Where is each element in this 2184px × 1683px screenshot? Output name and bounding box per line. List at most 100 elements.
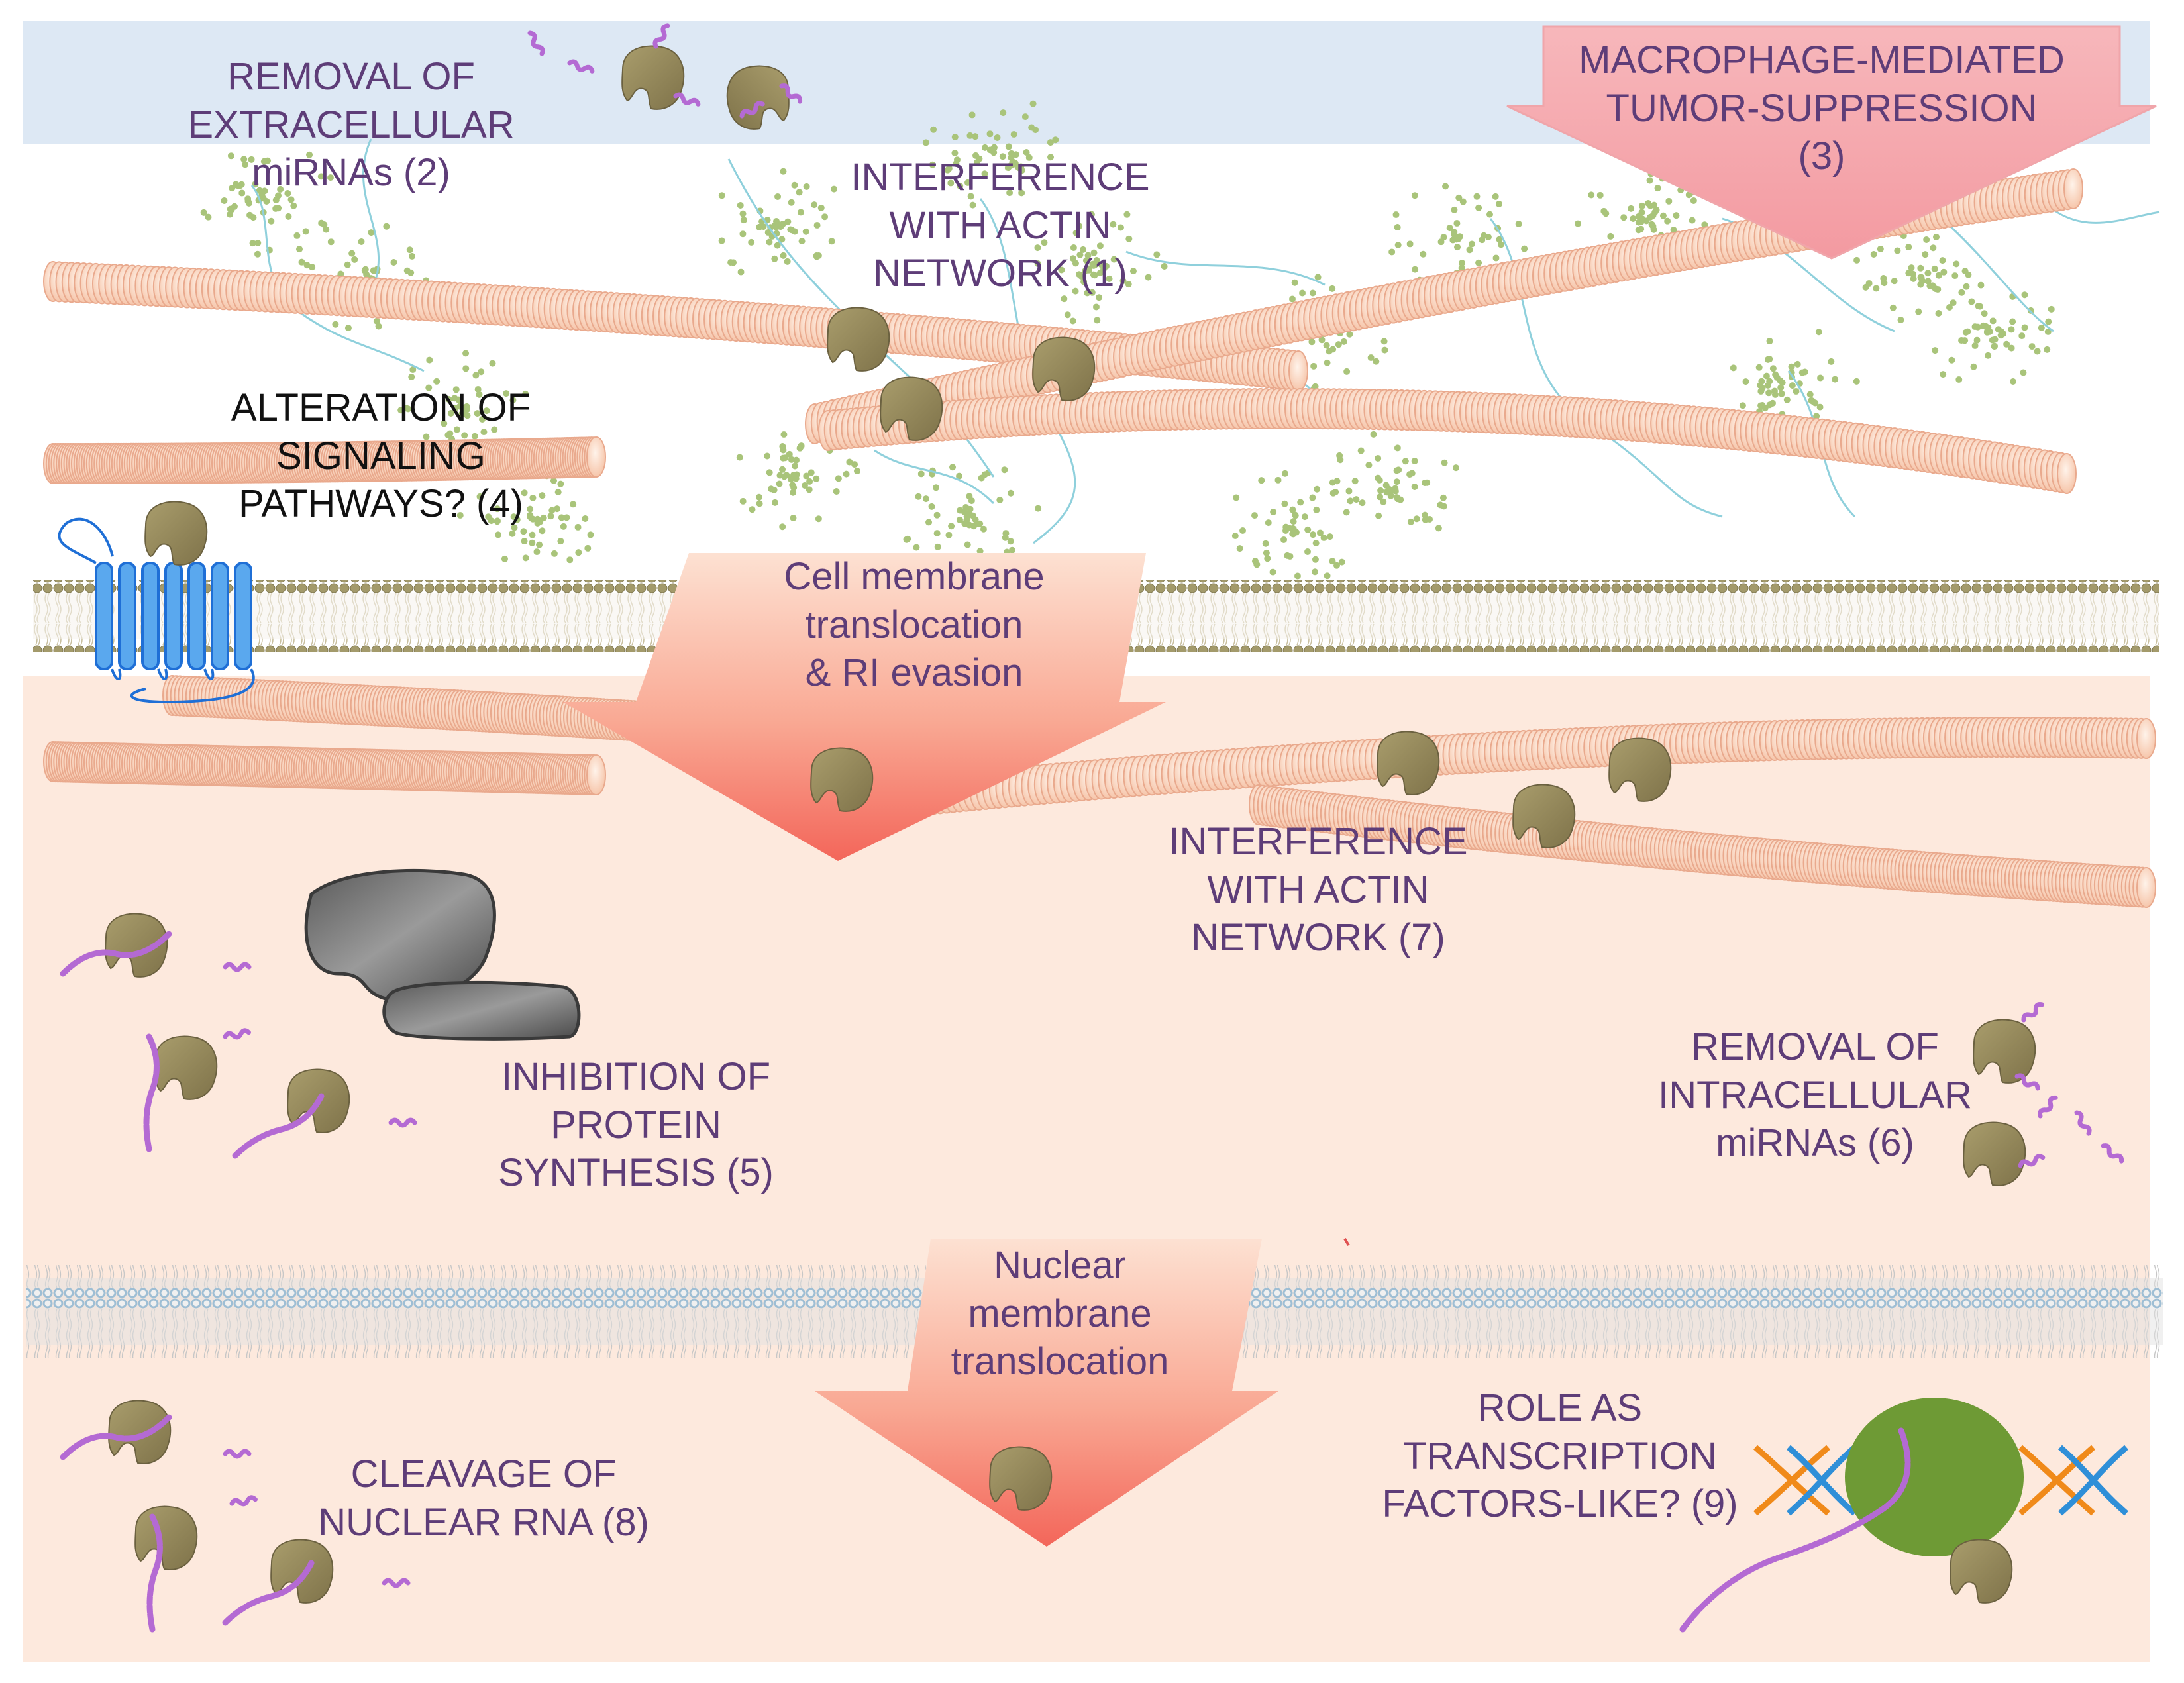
matrix-dot: [534, 519, 541, 527]
matrix-dot: [254, 250, 261, 258]
matrix-dot: [1974, 323, 1981, 331]
matrix-dot: [1985, 352, 1992, 359]
matrix-dot: [1924, 270, 1932, 277]
matrix-dot: [1308, 338, 1316, 346]
matrix-dot: [533, 548, 541, 556]
matrix-dot: [529, 531, 536, 538]
matrix-dot: [1145, 274, 1152, 281]
matrix-dot: [309, 264, 316, 271]
rnase-enzyme-icon: [144, 501, 208, 566]
matrix-dot: [1367, 354, 1375, 361]
macrophage-arrow: [1506, 25, 2157, 260]
matrix-dot: [1084, 289, 1091, 297]
matrix-dot: [390, 258, 397, 266]
matrix-dot: [1468, 240, 1475, 248]
matrix-dot: [1475, 259, 1482, 266]
matrix-dot: [260, 158, 268, 165]
matrix-dot: [1018, 189, 1025, 197]
matrix-dot: [913, 544, 920, 551]
matrix-dot: [964, 179, 971, 186]
matrix-dot: [1439, 494, 1447, 501]
matrix-dot: [2003, 340, 2010, 348]
matrix-dot: [1459, 260, 1466, 267]
matrix-dot: [284, 190, 291, 197]
matrix-dot: [306, 151, 313, 158]
matrix-dot: [1061, 295, 1068, 303]
matrix-dot: [1484, 234, 1492, 241]
matrix-dot: [1806, 391, 1814, 398]
matrix-dot: [261, 187, 268, 195]
matrix-dot: [358, 238, 365, 245]
matrix-dot: [248, 156, 255, 163]
matrix-dot: [766, 238, 773, 246]
matrix-dot: [433, 378, 441, 385]
matrix-dot: [1395, 466, 1402, 474]
matrix-dot: [1318, 336, 1326, 344]
matrix-dot: [1301, 513, 1308, 521]
matrix-dot: [1789, 382, 1796, 389]
matrix-dot: [1304, 548, 1312, 556]
matrix-dot: [362, 266, 369, 273]
matrix-dot: [1788, 363, 1795, 370]
matrix-dot: [1274, 476, 1282, 484]
matrix-dot: [967, 193, 974, 200]
matrix-dot: [1387, 487, 1394, 494]
matrix-dot: [1032, 127, 1039, 134]
matrix-dot: [1815, 329, 1822, 336]
matrix-dot: [1233, 494, 1240, 501]
matrix-dot: [1392, 211, 1400, 219]
matrix-dot: [1069, 317, 1076, 325]
matrix-dot: [1377, 487, 1384, 494]
matrix-dot: [2045, 318, 2052, 325]
matrix-dot: [566, 556, 574, 564]
matrix-dot: [1910, 275, 1917, 282]
matrix-dot: [1340, 338, 1347, 345]
matrix-dot: [972, 133, 979, 140]
matrix-dot: [1628, 205, 1635, 212]
matrix-dot: [1029, 100, 1037, 107]
matrix-dot: [1437, 238, 1445, 246]
matrix-dot: [501, 555, 508, 562]
matrix-dot: [446, 430, 454, 437]
matrix-dot: [928, 503, 935, 510]
matrix-dot: [806, 486, 813, 493]
matrix-dot: [1778, 390, 1785, 397]
matrix-dot: [922, 495, 929, 503]
matrix-dot: [1345, 487, 1353, 495]
matrix-dot: [1402, 458, 1409, 465]
matrix-dot: [1452, 464, 1459, 472]
matrix-dot: [1251, 558, 1259, 565]
matrix-dot: [966, 132, 974, 139]
matrix-dot: [833, 488, 840, 495]
matrix-dot: [1865, 280, 1873, 287]
transcription-factor-icon: [1845, 1398, 2024, 1556]
matrix-dot: [231, 203, 238, 210]
matrix-dot: [957, 182, 964, 189]
matrix-dot: [529, 539, 536, 546]
matrix-dot: [272, 197, 280, 204]
matrix-dot: [1638, 218, 1645, 225]
matrix-dot: [1665, 197, 1673, 205]
matrix-dot: [1420, 250, 1427, 258]
matrix-dot: [749, 506, 756, 513]
matrix-dot: [1329, 558, 1336, 565]
matrix-dot: [1828, 358, 1835, 365]
matrix-dot: [327, 238, 335, 246]
mirna-strand-icon: [143, 1033, 160, 1152]
matrix-dot: [1853, 256, 1861, 264]
matrix-dot: [298, 258, 305, 266]
matrix-dot: [1970, 363, 1977, 370]
matrix-dot: [409, 366, 417, 373]
matrix-dot: [1289, 530, 1296, 537]
mirna-strand-icon: [1679, 1427, 1911, 1633]
matrix-dot: [1007, 538, 1014, 545]
matrix-dot: [1596, 191, 1604, 199]
matrix-dot: [441, 420, 448, 427]
matrix-dot: [1058, 266, 1065, 274]
matrix-dot: [2038, 324, 2045, 331]
matrix-dot: [1001, 466, 1008, 474]
matrix-dot: [1816, 403, 1824, 411]
matrix-dot: [1388, 248, 1396, 256]
matrix-dot: [1291, 511, 1298, 519]
matrix-dot: [803, 472, 810, 480]
